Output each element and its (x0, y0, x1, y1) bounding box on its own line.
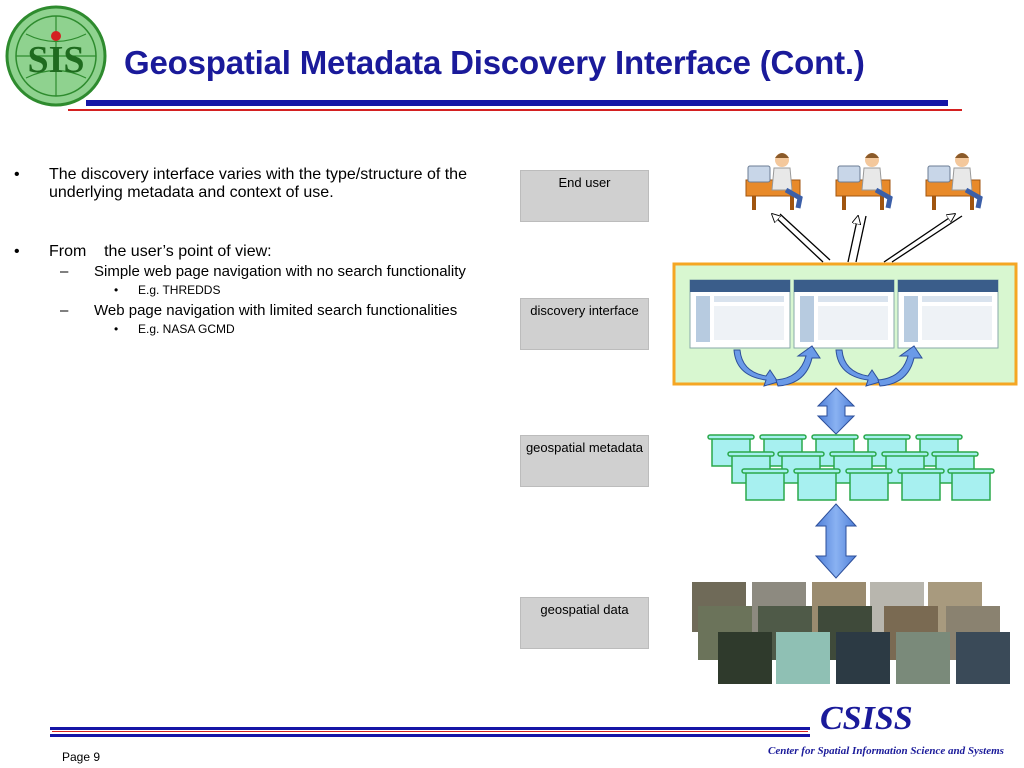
user-request-arrows (772, 214, 963, 263)
sub-sub-bullet-text: E.g. THREDDS (138, 283, 221, 297)
footer-rule-red (52, 731, 808, 732)
sub-sub-bullet-marker: • (114, 322, 119, 336)
label-geospatial-metadata: geospatial metadata (520, 435, 649, 487)
user-at-computer-icon (835, 153, 893, 210)
sub-bullet-item-1: – Simple web page navigation with no sea… (14, 263, 494, 280)
sub-bullet-text: Web page navigation with limited search … (94, 302, 458, 319)
metadata-scroll-icon (897, 468, 945, 501)
page-title: Geospatial Metadata Discovery Interface … (124, 44, 865, 81)
sub-sub-bullet-item-2: • E.g. NASA GCMD (14, 322, 494, 337)
bullet-text: The discovery interface varies with the … (49, 166, 467, 201)
metadata-scroll-icon (845, 468, 893, 501)
user-at-computer-icon (745, 153, 803, 210)
web-page-screenshot-icon (793, 279, 895, 349)
bullet-marker: • (14, 166, 20, 183)
page-number: Page 9 (62, 750, 101, 764)
sis-logo: SIS (5, 5, 107, 107)
bullet-item-1: • The discovery interface varies with th… (14, 166, 494, 202)
sub-bullet-text: Simple web page navigation with no searc… (94, 263, 466, 280)
satellite-image-tile-icon (836, 632, 890, 684)
bullet-item-2: • From the user’s point of view: (14, 243, 494, 261)
sub-bullet-marker: – (60, 263, 69, 280)
sub-sub-bullet-text: E.g. NASA GCMD (138, 322, 235, 336)
metadata-scroll-group (707, 434, 995, 501)
label-end-user: End user (520, 170, 649, 222)
title-rule-red (68, 109, 962, 111)
web-page-screenshot-icon (689, 279, 791, 349)
bullet-list: • The discovery interface varies with th… (14, 166, 494, 341)
bullet-text: From the user’s point of view: (49, 243, 272, 260)
csiss-full-name: Center for Spatial Information Science a… (768, 745, 1004, 757)
sub-sub-bullet-marker: • (114, 283, 119, 297)
user-at-computer-icon (925, 153, 983, 210)
footer-rule-blue-1 (50, 727, 810, 730)
satellite-image-tile-icon (956, 632, 1010, 684)
navigation-curved-arrows (733, 345, 923, 387)
sub-sub-bullet-item-1: • E.g. THREDDS (14, 283, 494, 298)
logo-text: SIS (27, 39, 84, 81)
metadata-scroll-icon (741, 468, 789, 501)
bullet-marker: • (14, 243, 20, 260)
satellite-image-mosaic (692, 582, 1010, 684)
double-arrow-icon (814, 503, 858, 579)
label-geospatial-data: geospatial data (520, 597, 649, 649)
double-arrow-icon (816, 387, 856, 435)
title-rule-blue (86, 100, 948, 106)
satellite-image-tile-icon (896, 632, 950, 684)
sub-bullet-list: – Simple web page navigation with no sea… (14, 263, 494, 337)
satellite-image-tile-icon (776, 632, 830, 684)
satellite-image-tile-icon (718, 632, 772, 684)
metadata-scroll-icon (793, 468, 841, 501)
footer-rule-blue-2 (50, 734, 810, 737)
metadata-scroll-icon (947, 468, 995, 501)
csiss-brand: CSISS (820, 700, 913, 737)
sub-bullet-item-2: – Web page navigation with limited searc… (14, 302, 494, 319)
sub-bullet-marker: – (60, 302, 69, 319)
label-discovery-interface: discovery interface (520, 298, 649, 350)
web-page-screenshot-icon (897, 279, 999, 349)
